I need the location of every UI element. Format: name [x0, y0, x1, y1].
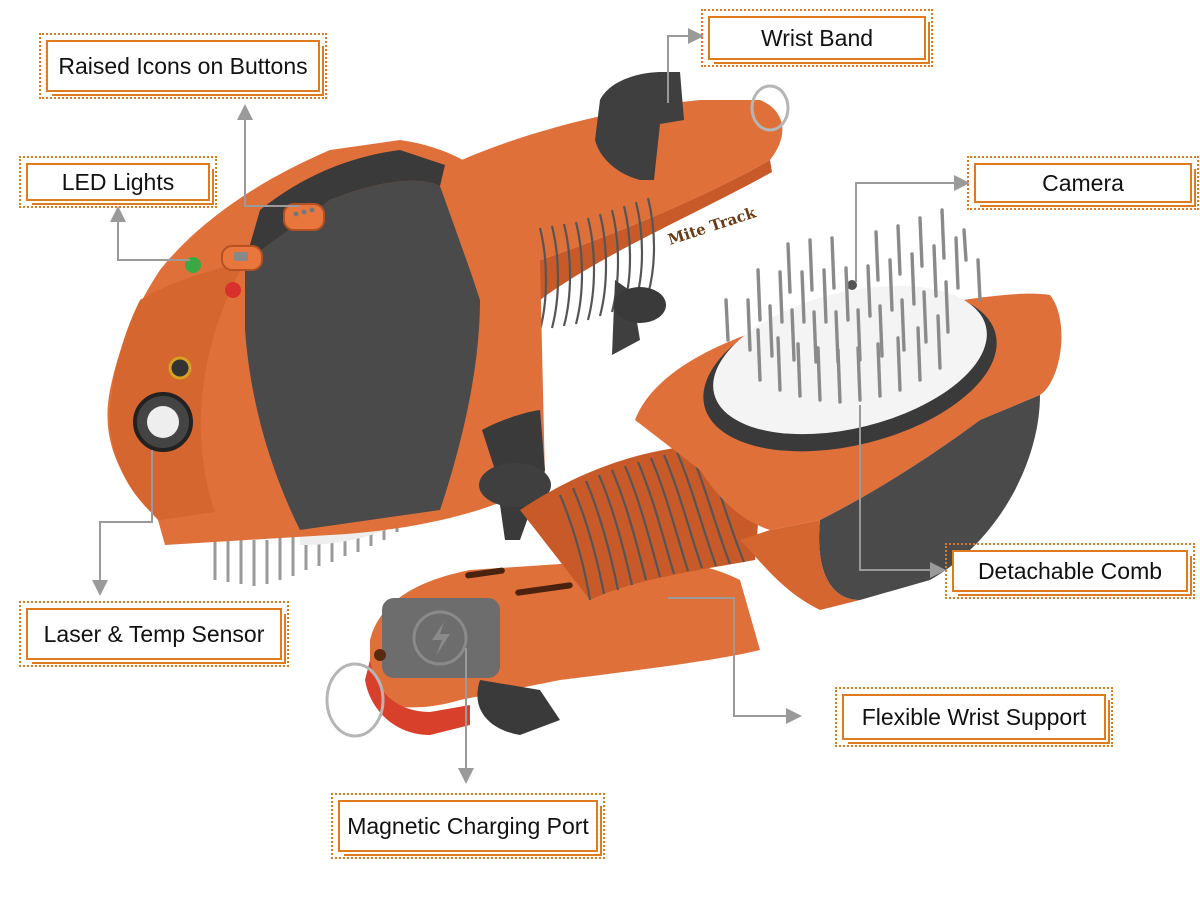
brush-top-view: Mite Track [107, 72, 790, 586]
bottom-keyring [325, 662, 385, 738]
label-flexible-wrist-support: Flexible Wrist Support [835, 687, 1113, 747]
brush-head-front-face [109, 262, 245, 520]
label-raised-icons-text: Raised Icons on Buttons [58, 52, 308, 79]
power-button-icon [234, 252, 248, 261]
brush-handle-shade [540, 160, 772, 300]
label-magnetic-charging-port-text: Magnetic Charging Port [347, 812, 589, 839]
label-camera-text: Camera [1042, 169, 1124, 196]
bottom-head-underside [740, 520, 860, 610]
laser-sensor-lens [147, 406, 179, 438]
leader-detachable-comb [859, 405, 946, 578]
top-wrist-band [595, 72, 684, 180]
label-camera: Camera [967, 156, 1199, 210]
leader-camera [855, 175, 970, 282]
label-laser-temp-sensor: Laser & Temp Sensor [19, 601, 289, 667]
bottom-strap-knob [479, 463, 551, 507]
comb-pins [724, 208, 982, 404]
label-laser-temp-sensor-text: Laser & Temp Sensor [43, 620, 265, 647]
brush-head-grip [245, 180, 480, 530]
led-red [225, 282, 241, 298]
bottom-wrist-band [477, 680, 560, 735]
label-wrist-band: Wrist Band [701, 9, 933, 67]
label-flexible-wrist-support-text: Flexible Wrist Support [861, 703, 1087, 730]
raised-icon-dots [293, 207, 315, 217]
label-wrist-band-text: Wrist Band [760, 24, 874, 51]
leader-led-lights [110, 206, 190, 261]
brush-head-grip-top [245, 150, 445, 262]
leader-lines [92, 28, 970, 784]
leader-wrist-band [667, 28, 704, 103]
bottom-flex-ribs [558, 447, 746, 601]
label-detachable-comb: Detachable Comb [945, 543, 1195, 599]
leader-flexible-wrist [668, 597, 802, 724]
charging-port-ring [412, 610, 468, 666]
brush-bottom-view [325, 208, 1062, 738]
leader-raised-icons [237, 104, 300, 207]
mode-button[interactable] [283, 203, 325, 231]
label-led-lights: LED Lights [19, 156, 217, 208]
label-detachable-comb-text: Detachable Comb [977, 557, 1163, 584]
leader-laser-temp [92, 450, 153, 596]
label-led-lights-text: LED Lights [61, 168, 175, 195]
lightning-icon [432, 622, 450, 656]
label-raised-icons: Raised Icons on Buttons [39, 33, 327, 99]
camera-lens [847, 280, 857, 290]
temp-sensor [168, 356, 192, 380]
top-keyring [750, 84, 790, 132]
label-magnetic-charging-port: Magnetic Charging Port [331, 793, 605, 859]
bottom-head-grip [819, 395, 1040, 600]
bottom-handle-side [365, 660, 470, 735]
top-strap-knob [614, 287, 666, 323]
